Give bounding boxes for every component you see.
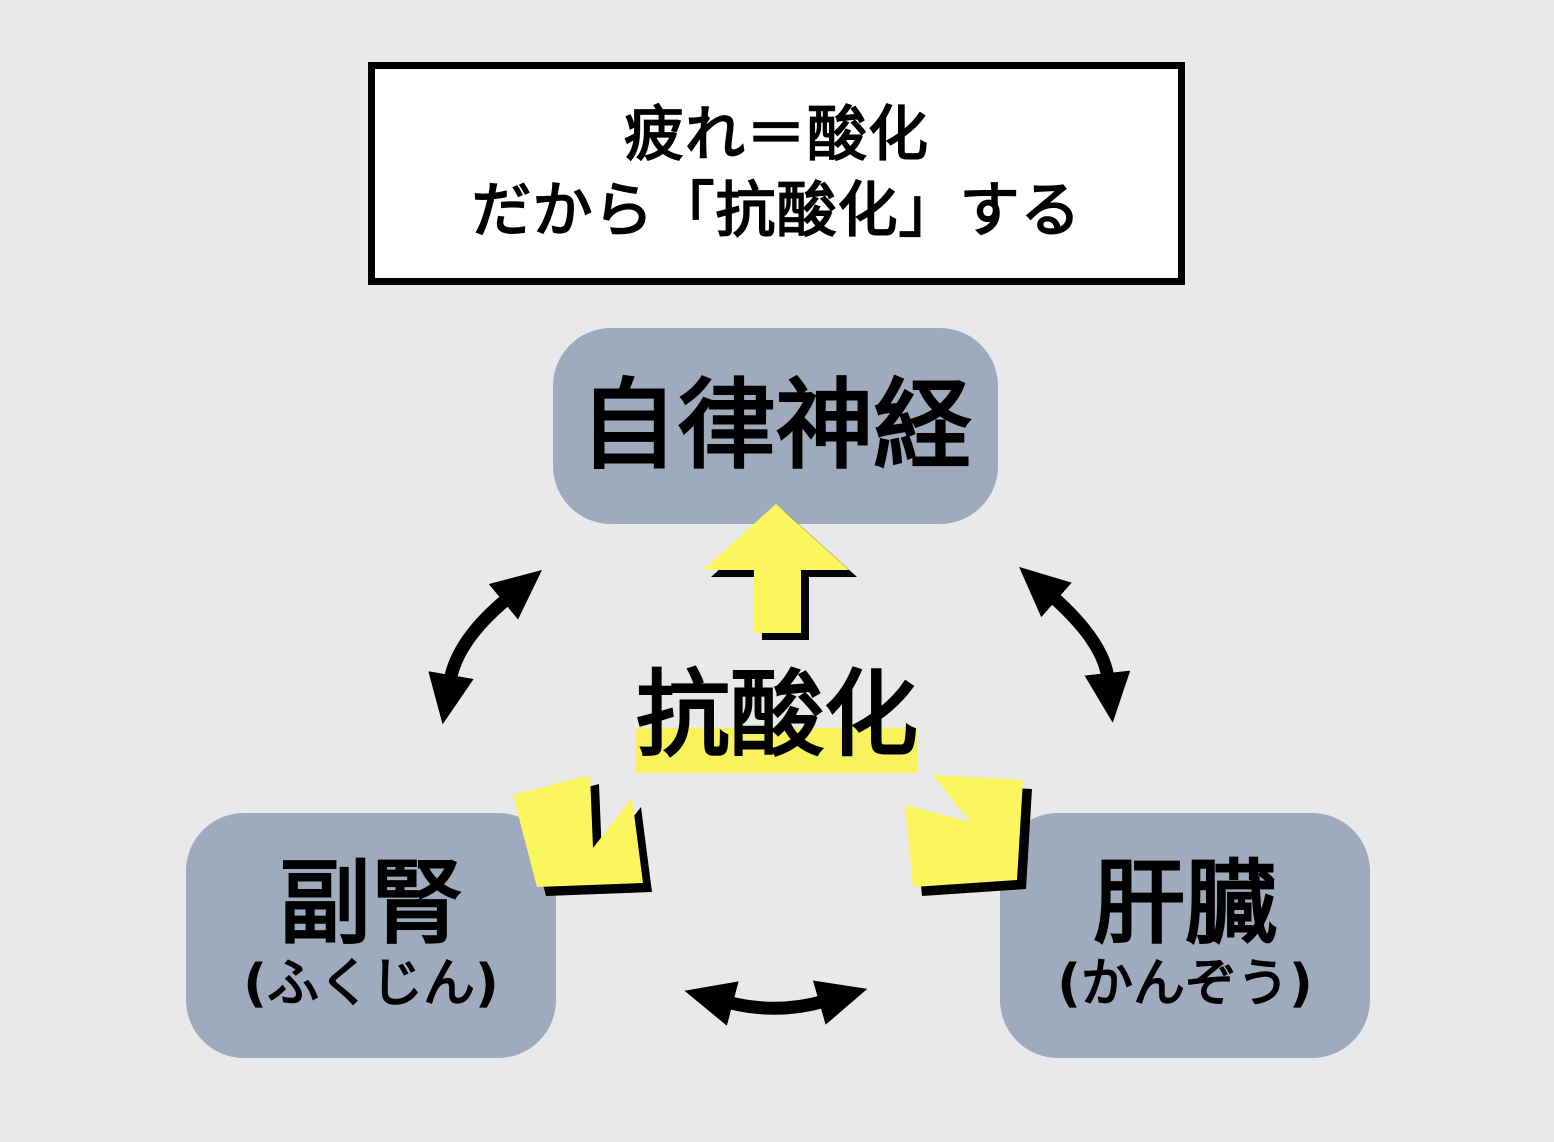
title-line-1: 疲れ＝酸化 [624,99,929,170]
yellow-up-arrow-icon [703,504,857,640]
node-liver-reading: (かんぞう) [1057,953,1313,1014]
node-liver: 肝臓 (かんぞう) [1000,813,1370,1058]
node-adrenal-glands: 副腎 (ふくじん) [186,813,556,1058]
center-label-highlight [636,728,917,773]
title-line-2: だから「抗酸化」する [471,175,1082,246]
curved-double-arrow-bottom-icon [684,980,868,1026]
node-adrenal-reading: (ふくじん) [243,953,499,1014]
yellow-down-left-arrow-icon [513,775,652,896]
node-liver-label: 肝臓 [1092,849,1277,957]
title-box: 疲れ＝酸化 だから「抗酸化」する [368,62,1185,285]
curved-double-arrow-right-icon [1019,566,1131,723]
node-autonomic-nerves: 自律神経 [553,328,998,524]
node-autonomic-label: 自律神経 [579,369,972,483]
yellow-down-right-arrow-icon [905,775,1032,896]
node-adrenal-label: 副腎 [278,849,463,957]
center-label: 抗酸化 [635,661,918,770]
curved-double-arrow-left-icon [428,570,542,725]
